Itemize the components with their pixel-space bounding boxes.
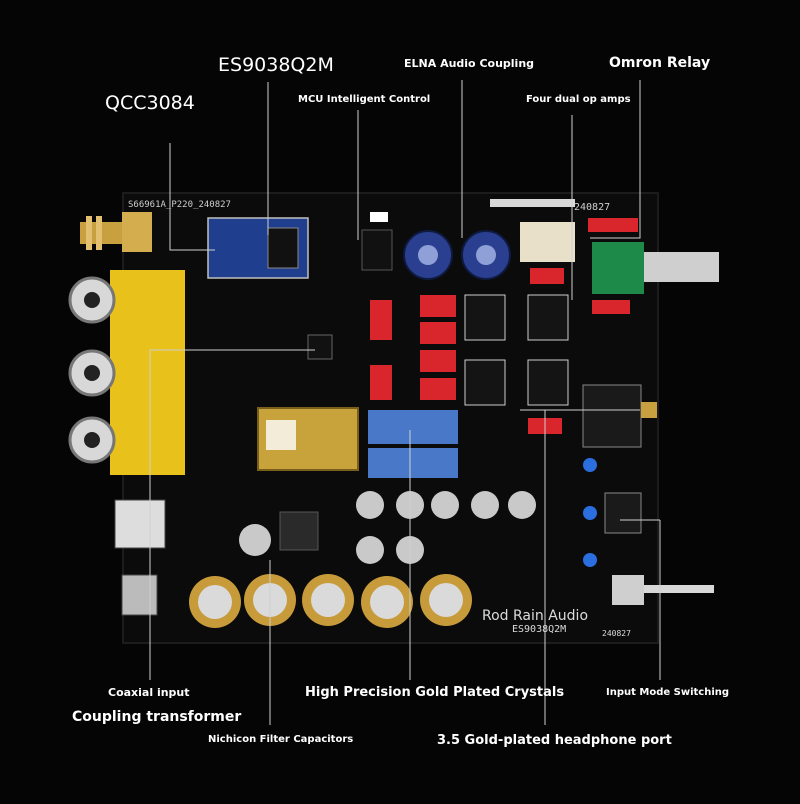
label-qcc: QCC3084 bbox=[105, 92, 195, 114]
silk-date: 240827 bbox=[574, 202, 610, 213]
silk-model: ES9038Q2M bbox=[512, 624, 566, 635]
label-crystals: High Precision Gold Plated Crystals bbox=[305, 685, 565, 700]
nichicon-capacitors bbox=[189, 574, 472, 628]
silk-brand: Rod Rain Audio bbox=[482, 608, 588, 624]
inductor bbox=[279, 511, 319, 551]
label-opamps: Four dual op amps bbox=[526, 94, 631, 105]
label-omron: Omron Relay bbox=[609, 55, 711, 71]
omron-relay bbox=[520, 218, 638, 262]
label-coupling: Coupling transformer bbox=[72, 709, 242, 725]
blue-wima-capacitors bbox=[368, 410, 458, 478]
mode-switch bbox=[604, 492, 714, 605]
label-mcu: MCU Intelligent Control bbox=[298, 94, 431, 105]
op-amps bbox=[464, 294, 569, 406]
silk-top: S66961A_P220_240827 bbox=[128, 200, 231, 210]
antenna-connector bbox=[80, 212, 152, 252]
red-film-capacitors bbox=[370, 268, 564, 434]
gold-crystal bbox=[257, 407, 359, 471]
small-capacitors bbox=[239, 491, 536, 564]
status-leds bbox=[583, 458, 597, 567]
optical-input bbox=[114, 499, 166, 549]
headphone-jack bbox=[582, 384, 657, 448]
label-headphone: 3.5 Gold-plated headphone port bbox=[437, 733, 672, 748]
label-elna: ELNA Audio Coupling bbox=[404, 57, 535, 70]
label-input-mode: Input Mode Switching bbox=[606, 687, 730, 698]
label-coaxial: Coaxial input bbox=[108, 686, 190, 699]
rca-jacks bbox=[68, 270, 185, 475]
callout-lines bbox=[149, 80, 661, 725]
bluetooth-module bbox=[207, 217, 309, 279]
dac-chip bbox=[307, 334, 333, 360]
usb-c-port bbox=[121, 574, 158, 616]
label-es-chip: ES9038Q2M bbox=[218, 54, 334, 76]
label-nichicon: Nichicon Filter Capacitors bbox=[208, 734, 354, 745]
volume-potentiometer bbox=[592, 242, 719, 314]
mcu-chip bbox=[361, 212, 393, 271]
silk-date-bottom: 240827 bbox=[602, 629, 631, 638]
elna-capacitors bbox=[403, 230, 511, 280]
